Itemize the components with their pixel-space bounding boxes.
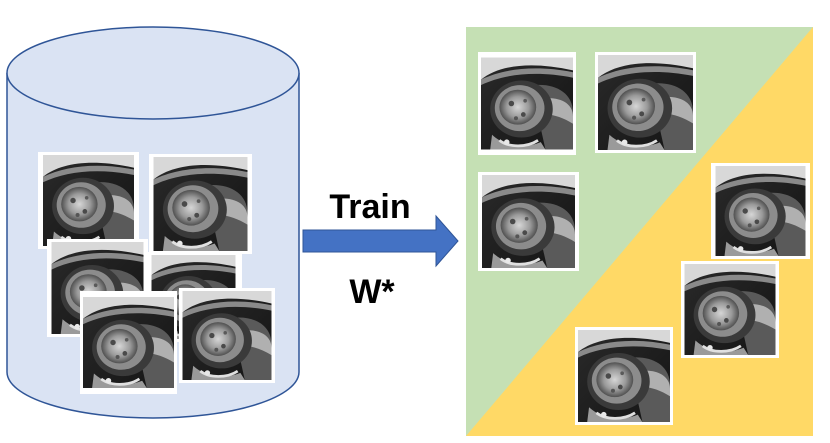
lower-image xyxy=(681,261,779,358)
dataset-image-stack xyxy=(38,152,275,394)
train-label: Train xyxy=(329,188,410,226)
lower-image xyxy=(575,327,673,425)
weights-label: W* xyxy=(349,273,395,311)
dataset-image xyxy=(149,154,252,254)
upper-image xyxy=(595,52,696,153)
dataset-image xyxy=(38,152,139,249)
dataset-image xyxy=(179,288,275,383)
lower-region-images xyxy=(575,163,810,425)
cylinder-top xyxy=(6,26,300,120)
upper-image xyxy=(478,172,579,271)
upper-region-images xyxy=(478,52,696,271)
lower-image xyxy=(711,163,810,259)
upper-image xyxy=(478,52,576,155)
dataset-image xyxy=(80,291,177,394)
arrow-shape xyxy=(302,214,459,268)
train-arrow: Train W* xyxy=(302,188,459,311)
